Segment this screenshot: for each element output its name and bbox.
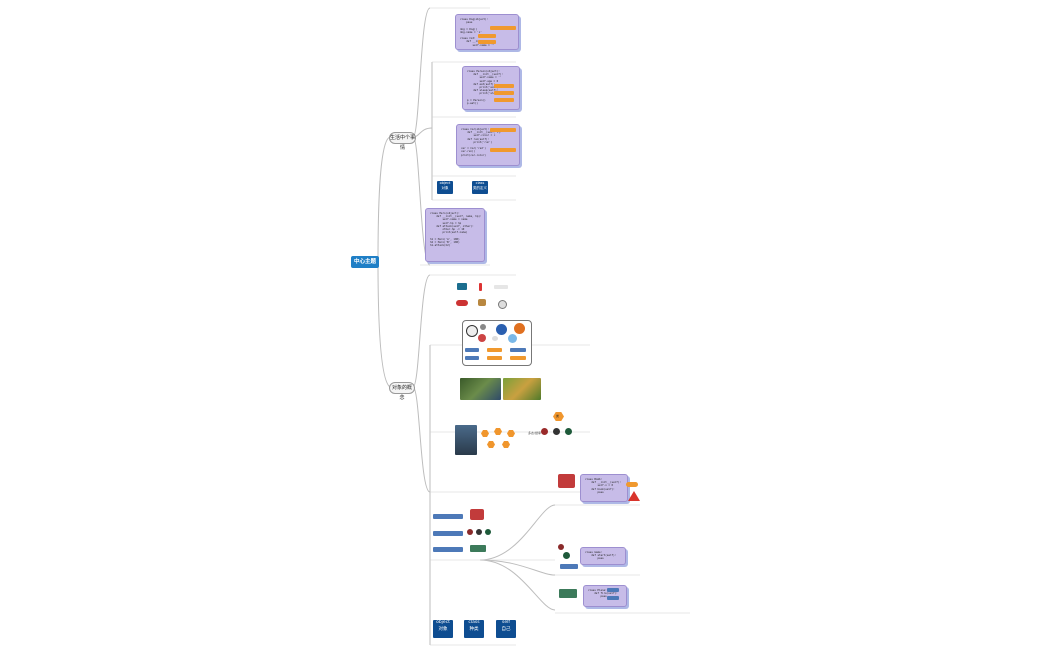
game-screenshot [460, 378, 501, 400]
bottle-icon [479, 283, 482, 291]
code-text-3: class Car(object): def __init__(self, c)… [461, 128, 502, 157]
code-text-7: class Plane: def fire(self): pass [588, 589, 618, 599]
ball-icon [478, 334, 486, 342]
annotation-tag [490, 26, 516, 30]
code-block-7: class Plane: def fire(self): pass [583, 585, 627, 607]
map-thumbnail [559, 589, 577, 598]
class-label-tag [465, 348, 479, 352]
code-block-4: class Hero(object): def __init__(self, n… [425, 208, 485, 262]
annotation-tag [490, 128, 516, 132]
annotation-tag [626, 482, 638, 487]
enemy-icon [558, 544, 564, 550]
flow-step [433, 514, 463, 519]
game-screenshot [455, 425, 477, 455]
annotation-tag [478, 40, 496, 44]
enemy-icon [563, 552, 570, 559]
stack-icon [558, 474, 575, 488]
code-text-6: class Game: def start(self): pass [585, 551, 617, 561]
hex-node [494, 428, 502, 435]
annotation-tag [478, 34, 496, 38]
code-block-1: class Dog(object): pass dog = Dog() dog.… [455, 14, 519, 50]
game-screenshot [503, 378, 541, 400]
enemy-icon [467, 529, 473, 535]
mixed-label: 多态/继承 [528, 431, 542, 435]
class-label-tag [510, 348, 526, 352]
enemy-icon [553, 428, 560, 435]
enemy-icon [476, 529, 482, 535]
annotation-tag [494, 84, 514, 88]
code-text-1: class Dog(object): pass dog = Dog() dog.… [460, 18, 496, 47]
ball-icon [514, 323, 525, 334]
ball-icon [498, 300, 507, 309]
code-block-5: class Bomb: def __init__(self): self.x =… [580, 474, 628, 502]
branch-object-concept[interactable]: 对象的概念 [389, 382, 415, 401]
hex-node [502, 441, 510, 448]
class-label-tag [487, 356, 502, 360]
enemy-icon [541, 428, 548, 435]
class-label-tag [465, 356, 479, 360]
flow-step [433, 547, 463, 552]
self-term-box: self 自己 [496, 620, 516, 638]
class-term-box: class 种类 [464, 620, 484, 638]
code-block-2: class Person(object): def __init__(self)… [462, 66, 520, 110]
ball-icon [492, 336, 498, 341]
hex-node [481, 430, 489, 437]
flow-step [433, 531, 463, 536]
stack-icon [470, 509, 484, 520]
ball-icon [480, 324, 486, 330]
ball-icon [466, 325, 478, 337]
class-label-tag [510, 356, 526, 360]
class-label-tag [487, 348, 502, 352]
object-term-box: object 对象 [433, 620, 453, 638]
annotation-tag [494, 98, 514, 102]
food-icon [478, 299, 486, 306]
hex-node [487, 441, 495, 448]
code-text-4: class Hero(object): def __init__(self, n… [430, 212, 482, 248]
map-thumbnail [470, 545, 486, 552]
code-text-2: class Person(object): def __init__(self)… [467, 70, 503, 106]
object-term-box: object 对象 [437, 181, 453, 194]
branch-daily-life[interactable]: 生活中个事情 [389, 132, 416, 151]
annotation-tag [490, 148, 516, 152]
ball-icon [496, 324, 507, 335]
code-text-5: class Bomb: def __init__(self): self.x =… [585, 478, 621, 494]
car-icon [456, 300, 468, 306]
ball-icon [508, 334, 517, 343]
hex-node [507, 430, 515, 437]
enemy-icon [485, 529, 491, 535]
flow-step [607, 596, 619, 600]
code-block-6: class Game: def start(self): pass [580, 547, 626, 565]
keyboard-icon [494, 285, 508, 289]
root-topic[interactable]: 中心主题 [351, 256, 379, 268]
flow-step [560, 564, 578, 569]
flow-step [607, 588, 619, 592]
warning-icon [628, 491, 640, 501]
class-term-box: class 类的定义 [472, 181, 488, 194]
enemy-icon [565, 428, 572, 435]
tv-icon [457, 283, 467, 290]
hex-center-node [553, 412, 564, 421]
hex-center-label: 类 [556, 414, 560, 418]
annotation-tag [494, 91, 514, 95]
